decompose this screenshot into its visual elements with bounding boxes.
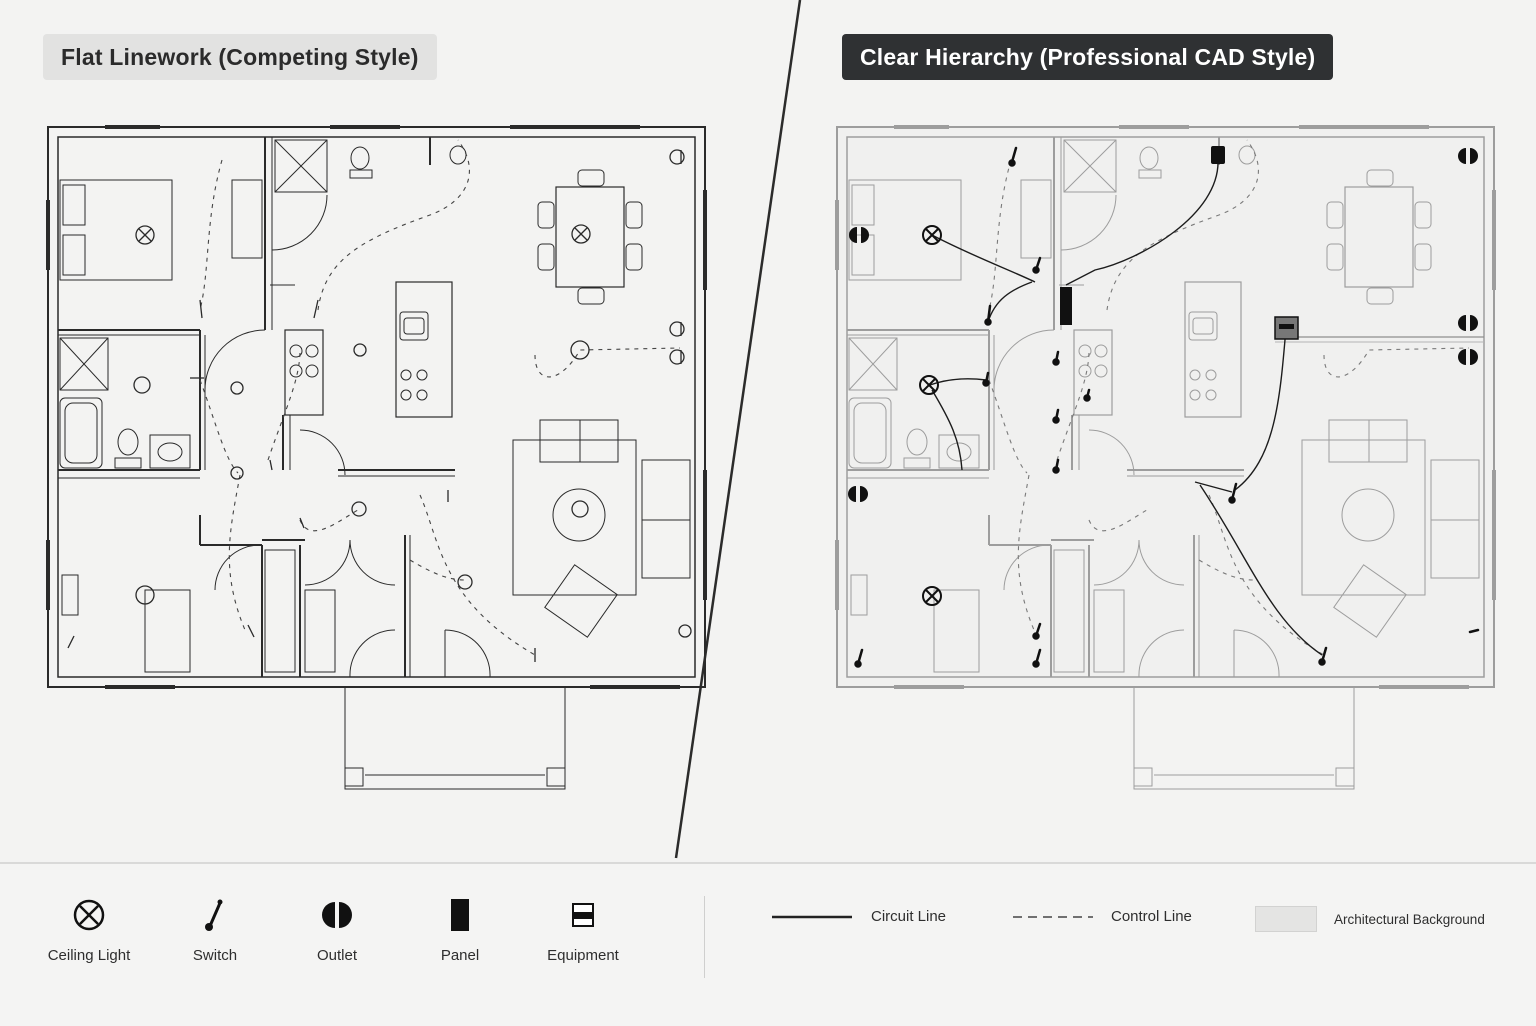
background-swatch-icon bbox=[1255, 906, 1317, 932]
legend-ceiling-light: Ceiling Light bbox=[29, 894, 149, 964]
left-panel-title: Flat Linework (Competing Style) bbox=[43, 34, 437, 80]
legend-outlet: Outlet bbox=[277, 894, 397, 964]
legend-equipment: Equipment bbox=[523, 894, 643, 964]
legend-control-line: Control Line bbox=[1013, 908, 1192, 925]
legend-circuit-line: Circuit Line bbox=[772, 908, 946, 925]
legend-divider bbox=[704, 896, 705, 978]
panel-divider-line bbox=[674, 0, 802, 859]
legend-bar: Ceiling Light Switch Outlet Panel Equipm… bbox=[0, 862, 1536, 1026]
legend-label: Switch bbox=[192, 947, 238, 964]
legend-label: Equipment bbox=[547, 947, 619, 964]
panel-icon bbox=[400, 894, 520, 936]
legend-architectural-background: Architectural Background bbox=[1255, 906, 1485, 932]
legend-label: Ceiling Light bbox=[47, 947, 131, 964]
right-panel-title: Clear Hierarchy (Professional CAD Style) bbox=[842, 34, 1334, 80]
ceiling-light-icon bbox=[29, 894, 149, 936]
floor-plan-comparison bbox=[46, 0, 1496, 859]
left-electrical-symbols bbox=[67, 149, 692, 662]
switch-icon bbox=[155, 894, 275, 936]
legend-label: Panel bbox=[440, 947, 480, 964]
right-circuit-lines bbox=[929, 159, 1323, 656]
equipment-icon bbox=[523, 894, 643, 936]
legend-panel: Panel bbox=[400, 894, 520, 964]
legend-switch: Switch bbox=[155, 894, 275, 964]
legend-label: Control Line bbox=[1111, 908, 1192, 925]
right-floor-plan bbox=[835, 125, 1496, 791]
legend-label: Circuit Line bbox=[871, 908, 947, 925]
solid-line-icon bbox=[772, 915, 852, 918]
legend-label: Outlet bbox=[316, 947, 358, 964]
outlet-icon bbox=[277, 894, 397, 936]
dashed-line-icon bbox=[1013, 915, 1093, 918]
right-electrical-symbols bbox=[848, 146, 1480, 668]
left-floor-plan bbox=[46, 125, 707, 791]
legend-label: Architectural Background bbox=[1334, 911, 1485, 927]
